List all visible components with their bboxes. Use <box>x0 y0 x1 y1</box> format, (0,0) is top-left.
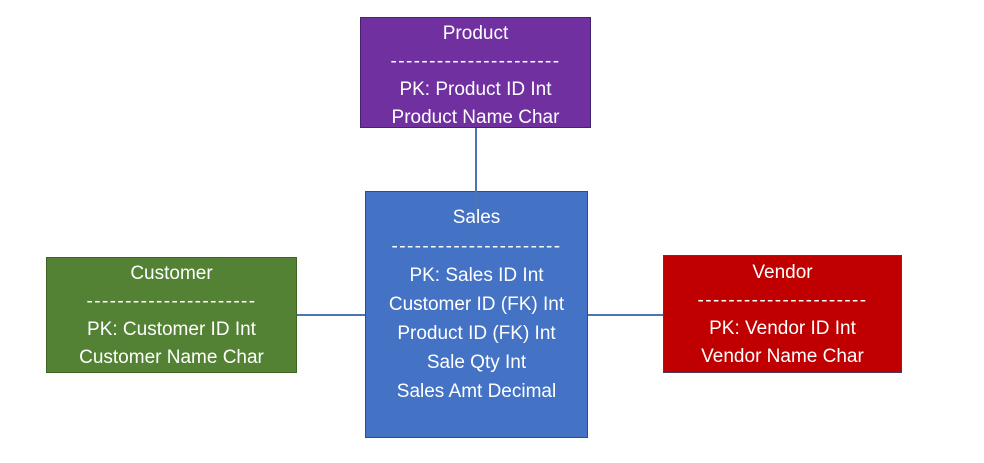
entity-title: Vendor <box>752 262 813 283</box>
entity-field: Product ID (FK) Int <box>397 323 556 344</box>
entity-sales: Sales ---------------------- PK: Sales I… <box>365 191 588 438</box>
entity-separator: ---------------------- <box>390 51 561 72</box>
connector-sales-vendor <box>588 314 663 316</box>
entity-product: Product ---------------------- PK: Produ… <box>360 17 591 128</box>
connector-customer-sales <box>297 314 365 316</box>
entity-field: Sales Amt Decimal <box>396 381 557 402</box>
entity-vendor: Vendor ---------------------- PK: Vendor… <box>663 255 902 373</box>
entity-title: Sales <box>452 207 501 228</box>
entity-separator: ---------------------- <box>697 290 868 311</box>
entity-field: Customer ID (FK) Int <box>388 294 565 315</box>
entity-separator: ---------------------- <box>391 236 562 257</box>
entity-separator: ---------------------- <box>86 291 257 312</box>
entity-field: Product Name Char <box>391 107 560 128</box>
entity-field: Sale Qty Int <box>426 352 527 373</box>
entity-title: Product <box>442 23 509 44</box>
entity-title: Customer <box>130 263 213 284</box>
entity-field: PK: Sales ID Int <box>409 265 544 286</box>
entity-field: PK: Product ID Int <box>399 79 552 100</box>
connector-product-sales <box>475 128 477 226</box>
entity-customer: Customer ---------------------- PK: Cust… <box>46 257 297 373</box>
entity-field: Customer Name Char <box>79 347 264 368</box>
entity-field: Vendor Name Char <box>701 346 864 367</box>
entity-field: PK: Vendor ID Int <box>709 318 856 339</box>
entity-field: PK: Customer ID Int <box>87 319 256 340</box>
